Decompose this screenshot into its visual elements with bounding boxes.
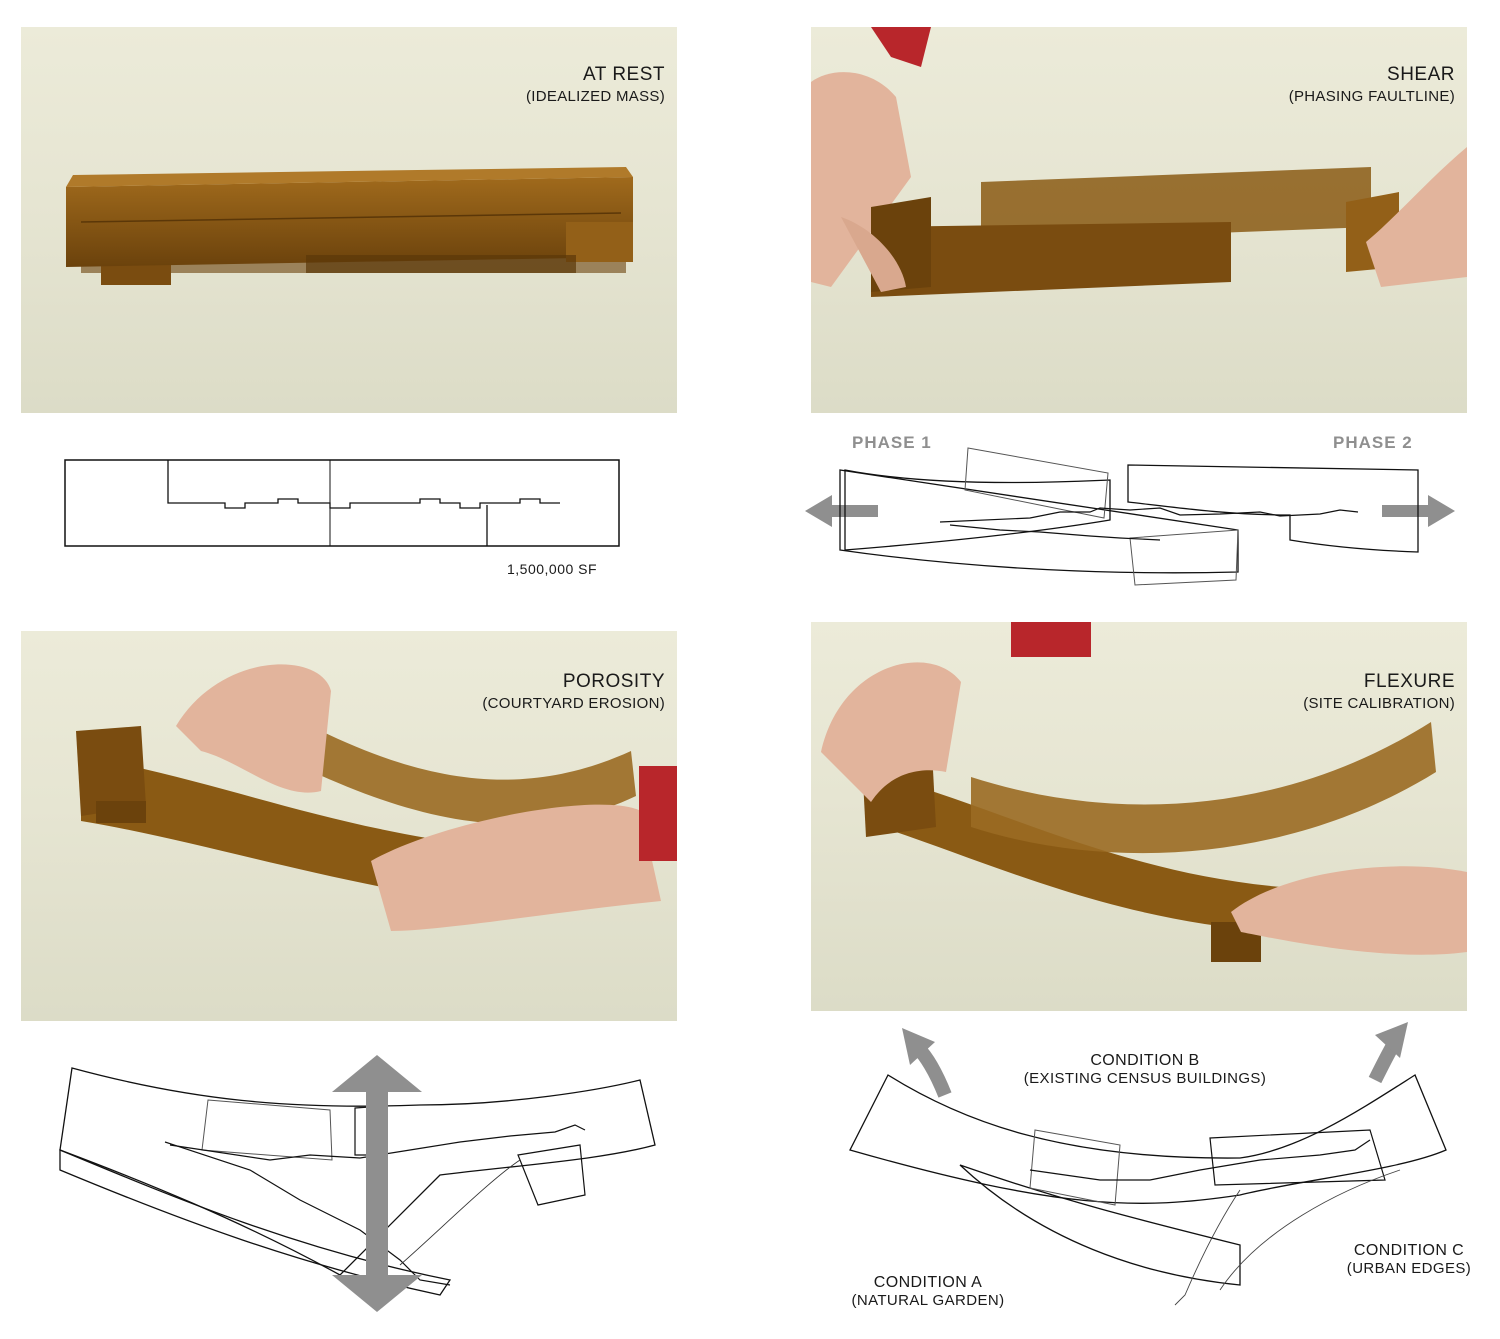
resin-model-porous bbox=[76, 664, 677, 931]
area-label: 1,500,000 SF bbox=[507, 561, 598, 577]
diagram-flexure bbox=[849, 1022, 1447, 1306]
diagram-at-rest bbox=[64, 459, 620, 547]
caption-shear: SHEAR (PHASING FAULTLINE) bbox=[1289, 63, 1455, 107]
arrow-left-icon bbox=[805, 495, 878, 527]
panel-title: FLEXURE bbox=[1363, 671, 1455, 692]
condition-title: CONDITION C bbox=[1353, 1242, 1465, 1259]
condition-a-label: CONDITION A (NATURAL GARDEN) bbox=[838, 1274, 1018, 1309]
resin-model-straight bbox=[66, 167, 633, 285]
arrow-right-icon bbox=[1382, 495, 1455, 527]
resin-model-sheared bbox=[811, 27, 1467, 297]
panel-subtitle: (PHASING FAULTLINE) bbox=[1288, 88, 1455, 105]
caption-porosity: POROSITY (COURTYARD EROSION) bbox=[482, 670, 665, 714]
panel-title: SHEAR bbox=[1387, 64, 1455, 85]
condition-subtitle: (NATURAL GARDEN) bbox=[851, 1292, 1005, 1309]
condition-subtitle: (EXISTING CENSUS BUILDINGS) bbox=[1023, 1070, 1267, 1087]
photo-at-rest: AT REST (IDEALIZED MASS) bbox=[21, 27, 677, 413]
curved-arrow-up-left-icon bbox=[902, 1028, 952, 1098]
panel-title: AT REST bbox=[583, 64, 665, 85]
condition-title: CONDITION A bbox=[873, 1274, 983, 1291]
condition-b-label: CONDITION B (EXISTING CENSUS BUILDINGS) bbox=[1010, 1052, 1280, 1087]
condition-subtitle: (URBAN EDGES) bbox=[1346, 1260, 1472, 1277]
curved-arrow-up-right-icon bbox=[1368, 1022, 1408, 1084]
phase-1-label: PHASE 1 bbox=[852, 433, 932, 452]
panel-subtitle: (IDEALIZED MASS) bbox=[526, 88, 665, 105]
photo-flexure: FLEXURE (SITE CALIBRATION) bbox=[811, 622, 1467, 1011]
diagram-shear bbox=[805, 447, 1455, 586]
condition-title: CONDITION B bbox=[1090, 1052, 1200, 1069]
panel-subtitle: (COURTYARD EROSION) bbox=[482, 695, 665, 712]
photo-shear: SHEAR (PHASING FAULTLINE) bbox=[811, 27, 1467, 413]
caption-flexure: FLEXURE (SITE CALIBRATION) bbox=[1303, 670, 1455, 714]
resin-model-flexed bbox=[821, 622, 1467, 962]
double-arrow-vertical-icon bbox=[332, 1055, 422, 1312]
panel-title: POROSITY bbox=[562, 671, 665, 692]
photo-porosity: POROSITY (COURTYARD EROSION) bbox=[21, 631, 677, 1021]
phase-2-label: PHASE 2 bbox=[1333, 433, 1413, 452]
condition-c-label: CONDITION C (URBAN EDGES) bbox=[1328, 1242, 1490, 1277]
diagram-porosity bbox=[59, 1055, 656, 1312]
caption-at-rest: AT REST (IDEALIZED MASS) bbox=[526, 63, 665, 107]
panel-subtitle: (SITE CALIBRATION) bbox=[1303, 695, 1455, 712]
